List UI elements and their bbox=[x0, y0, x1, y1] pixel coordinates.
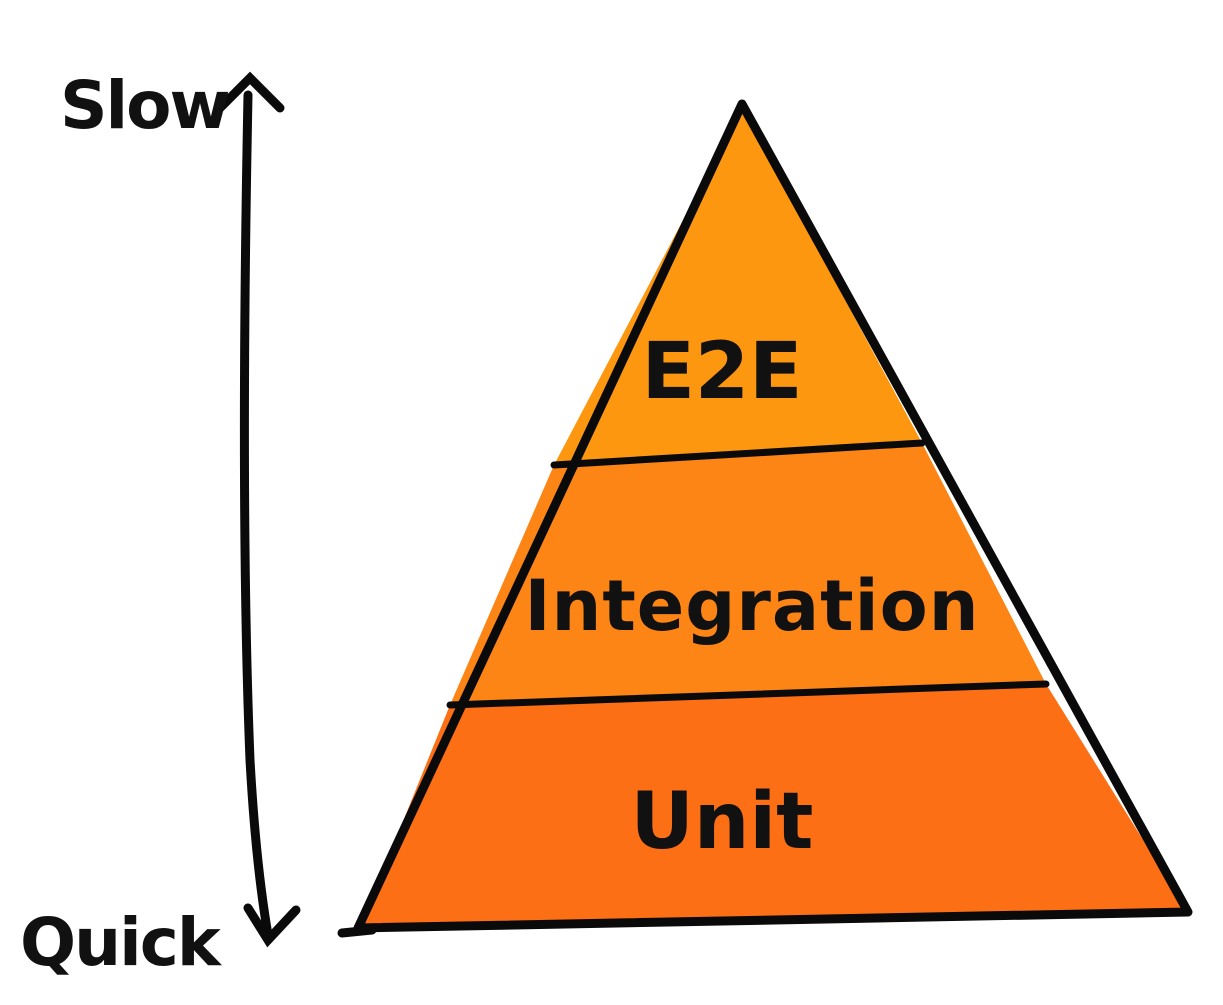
quick-label: Quick bbox=[20, 904, 223, 981]
pyramid-layer-integration bbox=[450, 443, 1046, 705]
pyramid-layer-unit bbox=[360, 684, 1188, 928]
layer-label-unit: Unit bbox=[631, 777, 814, 867]
axis-line bbox=[240, 90, 273, 940]
divider-bottom bbox=[446, 680, 1050, 709]
speed-axis-arrow bbox=[215, 71, 301, 948]
pyramid-layer-e2e bbox=[554, 108, 922, 465]
layer-label-integration: Integration bbox=[524, 565, 979, 647]
slow-label: Slow bbox=[60, 67, 229, 144]
pyramid bbox=[337, 99, 1193, 938]
layer-label-e2e: E2E bbox=[642, 327, 803, 417]
pyramid-base-stroke bbox=[337, 925, 377, 938]
divider-top bbox=[550, 439, 926, 469]
arrow-head-down bbox=[243, 903, 301, 948]
pyramid-outline bbox=[353, 99, 1193, 933]
arrow-head-up bbox=[215, 71, 285, 113]
